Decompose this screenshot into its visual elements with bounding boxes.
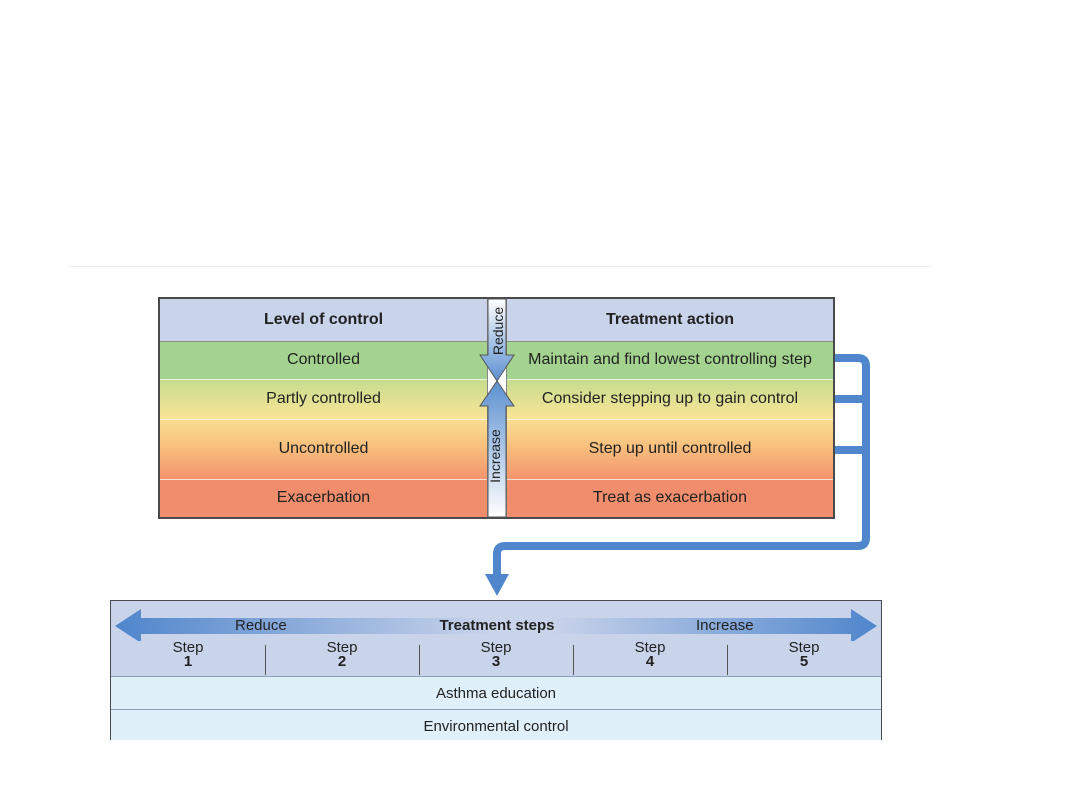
step-5: Step 5 xyxy=(727,639,881,675)
step-3: Step 3 xyxy=(419,639,573,675)
action-exacerbation: Treat as exacerbation xyxy=(507,479,833,517)
step-number: 3 xyxy=(491,653,501,670)
step-label: Step xyxy=(634,639,666,656)
treatment-steps-title: Treatment steps xyxy=(439,617,555,634)
reduce-arrow-icon xyxy=(479,298,515,382)
level-of-control-table: Level of control Treatment action Contro… xyxy=(158,297,835,519)
level-partly-controlled: Partly controlled xyxy=(160,379,487,419)
treatment-steps-header xyxy=(111,601,881,676)
increase-right-arrow-icon xyxy=(551,609,877,641)
header-treatment-action: Treatment action xyxy=(507,299,833,341)
step-label: Step xyxy=(326,639,358,656)
reduce-vertical-label: Reduce xyxy=(490,306,507,356)
band-asthma-education: Asthma education xyxy=(111,676,881,709)
separator-line xyxy=(68,266,932,267)
connector-arrow-icon xyxy=(493,354,870,576)
action-controlled: Maintain and find lowest controlling ste… xyxy=(507,341,833,379)
header-level-of-control: Level of control xyxy=(160,299,487,341)
action-partly-controlled: Consider stepping up to gain control xyxy=(507,379,833,419)
increase-label: Increase xyxy=(696,617,754,634)
step-number: 4 xyxy=(645,653,655,670)
step-label: Step xyxy=(480,639,512,656)
reduce-left-arrow-icon xyxy=(115,609,491,641)
step-label: Step xyxy=(172,639,204,656)
connector-arrowhead-icon xyxy=(485,574,509,596)
step-4: Step 4 xyxy=(573,639,727,675)
step-number: 5 xyxy=(799,653,809,670)
level-uncontrolled: Uncontrolled xyxy=(160,419,487,479)
step-2: Step 2 xyxy=(265,639,419,675)
step-number: 1 xyxy=(183,653,193,670)
treatment-steps-table: Reduce Treatment steps Increase Step 1 S… xyxy=(110,600,882,740)
level-exacerbation: Exacerbation xyxy=(160,479,487,517)
horizontal-arrows xyxy=(115,609,877,641)
reduce-label: Reduce xyxy=(235,617,287,634)
increase-vertical-label: Increase xyxy=(486,429,503,483)
action-uncontrolled: Step up until controlled xyxy=(507,419,833,479)
step-1: Step 1 xyxy=(111,639,265,675)
step-number: 2 xyxy=(337,653,347,670)
step-label: Step xyxy=(788,639,820,656)
increase-arrow-icon xyxy=(479,380,515,518)
band-environmental-control: Environmental control xyxy=(111,709,881,740)
level-controlled: Controlled xyxy=(160,341,487,379)
